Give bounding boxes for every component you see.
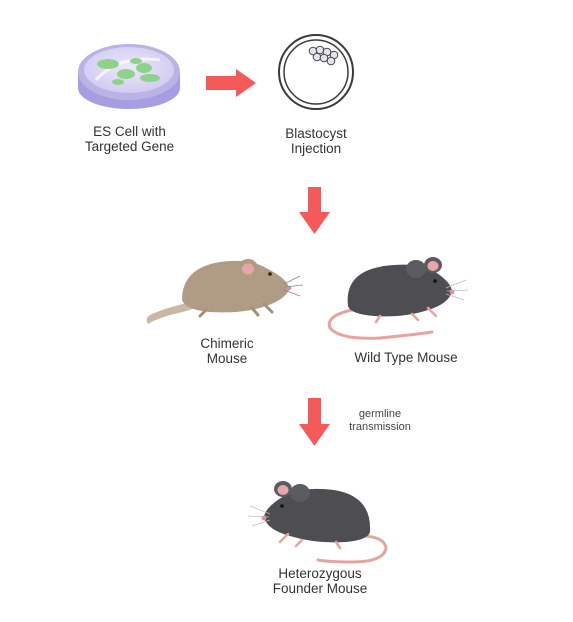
wild-type-mouse-icon — [327, 257, 469, 340]
petri-dish-icon — [78, 44, 180, 109]
blastocyst-label: Blastocyst Injection — [285, 126, 347, 156]
founder-label: Heterozygous Founder Mouse — [272, 566, 368, 596]
germline-label: germline transmission — [349, 408, 411, 433]
arrow-icon — [299, 398, 330, 446]
es-cell-label: ES Cell with Targeted Gene — [84, 124, 175, 154]
chimeric-mouse-icon — [146, 259, 304, 324]
founder-mouse-icon — [247, 481, 388, 564]
arrow-icon — [299, 187, 330, 234]
arrow-icon — [206, 69, 256, 97]
blastocyst-icon — [278, 34, 354, 110]
chimeric-label: Chimeric Mouse — [200, 336, 254, 366]
wild-type-label: Wild Type Mouse — [354, 350, 458, 365]
